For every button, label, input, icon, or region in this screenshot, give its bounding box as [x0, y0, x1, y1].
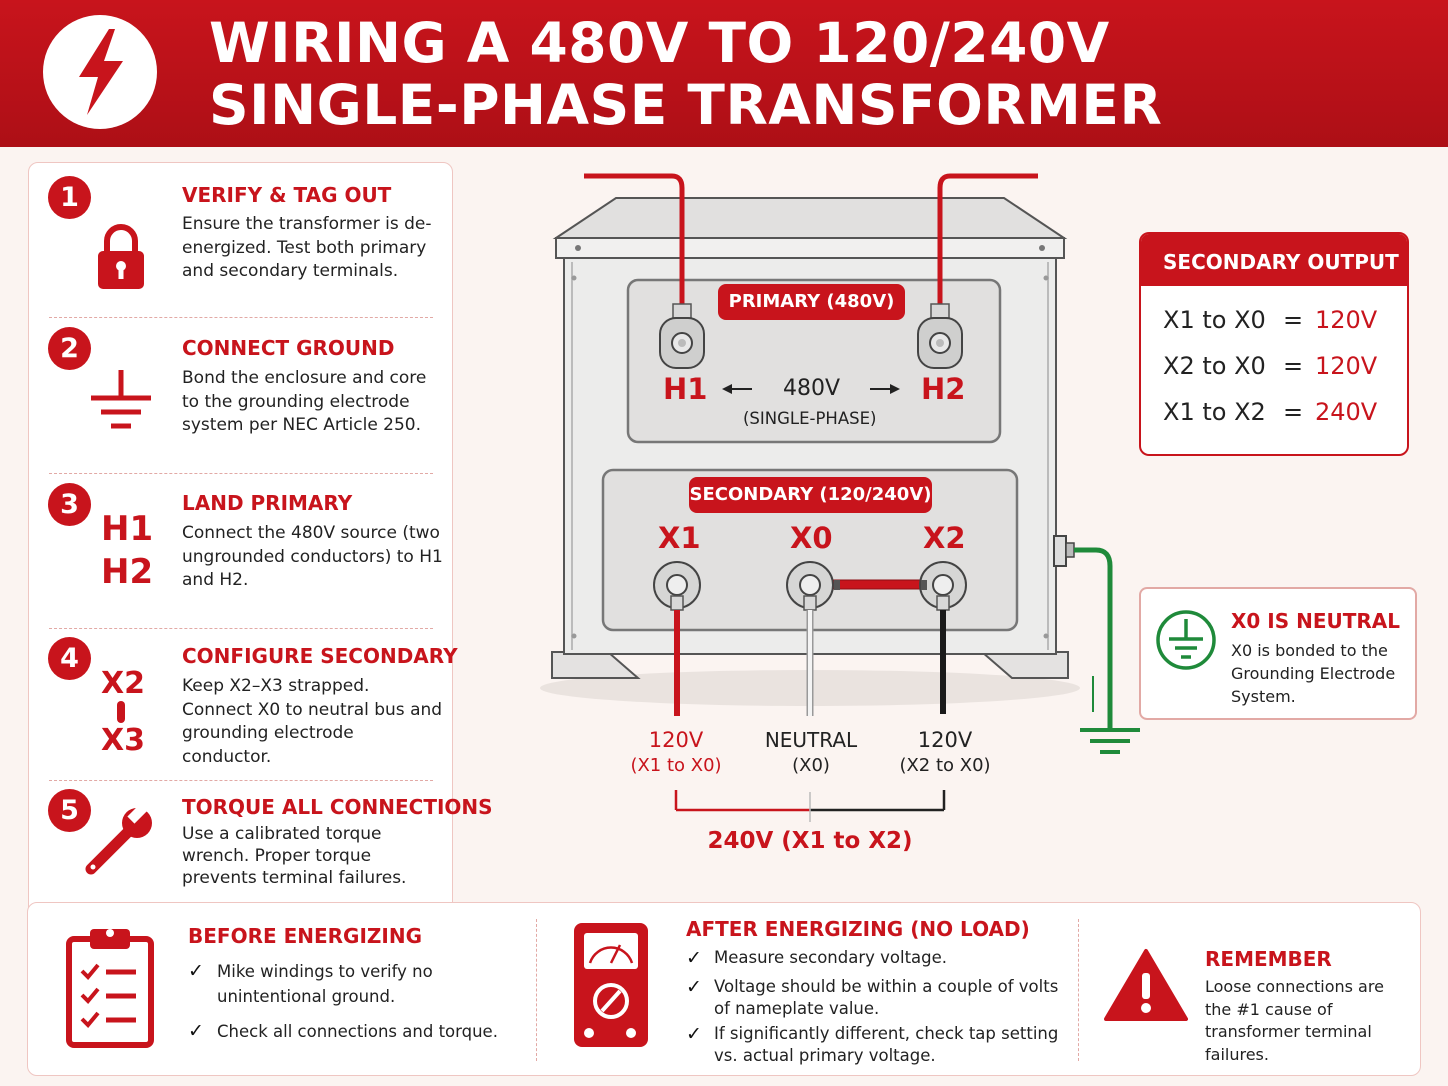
output-left-voltage: 120V [648, 728, 704, 752]
primary-phase: (SINGLE-PHASE) [743, 409, 877, 428]
warning-triangle-icon [1104, 947, 1188, 1027]
step-title: CONFIGURE SECONDARY [182, 644, 458, 668]
neutral-note-box: X0 IS NEUTRAL X0 is bonded to the Ground… [1139, 587, 1417, 720]
before-item: Check all connections and torque. [217, 1022, 498, 1041]
check-icon: ✓ [188, 1020, 204, 1042]
output-neutral-label: NEUTRAL [764, 728, 858, 752]
header-banner: WIRING A 480V TO 120/240V SINGLE-PHASE T… [0, 0, 1448, 147]
output-row: X2 to X0 = 120V [1163, 352, 1377, 380]
divider [49, 317, 433, 318]
step-text: Bond the enclosure and core to the groun… [182, 368, 427, 435]
strap-link-icon [115, 701, 127, 727]
steps-panel: 1 VERIFY & TAG OUT Ensure the transforme… [28, 162, 493, 922]
after-energizing-title: AFTER ENERGIZING (NO LOAD) [686, 917, 1030, 941]
bottom-checklist-panel: BEFORE ENERGIZING ✓ Mike windings to ver… [27, 902, 1421, 1076]
check-icon: ✓ [686, 1023, 702, 1045]
remember-text: Loose connections are the #1 cause of tr… [1205, 977, 1384, 1064]
step-text: Use a calibrated torque wrench. Proper t… [182, 824, 407, 888]
wrench-icon [83, 802, 157, 881]
secondary-output-heading: SECONDARY OUTPUT [1141, 234, 1407, 286]
output-right-sub: (X2 to X0) [899, 755, 991, 776]
padlock-icon [93, 221, 149, 295]
clipboard-checklist-icon [64, 925, 156, 1053]
output-row: X1 to X2 = 240V [1163, 398, 1377, 426]
total-voltage-label: 240V (X1 to X2) [707, 828, 913, 854]
primary-label: PRIMARY (480V) [718, 284, 905, 320]
h2-icon-label: H2 [101, 552, 154, 592]
after-item: If significantly different, check tap se… [714, 1024, 1059, 1065]
divider [49, 628, 433, 629]
output-value: 240V [1315, 398, 1378, 426]
x0-terminal-label: X0 [790, 521, 833, 555]
step-text: Ensure the transformer is de-energized. … [182, 214, 432, 281]
after-item: Voltage should be within a couple of vol… [714, 977, 1059, 1018]
step-text: Keep X2–X3 strapped. Connect X0 to neutr… [182, 676, 443, 767]
h1-icon-label: H1 [101, 509, 154, 549]
title-line-1: WIRING A 480V TO 120/240V [209, 11, 1110, 75]
step-title: TORQUE ALL CONNECTIONS [182, 795, 493, 819]
before-energizing-title: BEFORE ENERGIZING [188, 924, 423, 948]
step-title: CONNECT GROUND [182, 336, 395, 360]
output-pair: X1 to X2 [1163, 398, 1266, 426]
step-number: 2 [48, 327, 91, 370]
ground-symbol-icon [89, 370, 153, 436]
output-row: X1 to X0 = 120V [1163, 306, 1377, 334]
divider [536, 919, 537, 1061]
output-eq: = [1283, 352, 1304, 380]
step-title: VERIFY & TAG OUT [182, 183, 392, 207]
primary-voltage: 480V [783, 376, 841, 401]
x1-terminal-label: X1 [658, 521, 701, 555]
title-line-2: SINGLE-PHASE TRANSFORMER [209, 73, 1163, 137]
check-icon: ✓ [686, 976, 702, 998]
x3-icon-label: X3 [101, 723, 146, 758]
ground-circle-icon [1155, 609, 1217, 675]
output-eq: = [1283, 398, 1304, 426]
x2-terminal-label: X2 [923, 521, 966, 555]
output-value: 120V [1315, 352, 1378, 380]
output-neutral-sub: (X0) [792, 755, 830, 776]
multimeter-icon [572, 921, 650, 1053]
x2-icon-label: X2 [101, 666, 146, 701]
secondary-output-box: SECONDARY OUTPUT X1 to X0 = 120V X2 to X… [1139, 232, 1409, 456]
output-left-sub: (X1 to X0) [630, 755, 722, 776]
step-number: 4 [48, 637, 91, 680]
h2-terminal-label: H2 [921, 372, 966, 406]
before-item: Mike windings to verify no unintentional… [217, 962, 433, 1006]
secondary-label: SECONDARY (120/240V) [689, 477, 932, 513]
output-pair: X1 to X0 [1163, 306, 1266, 334]
check-icon: ✓ [188, 960, 204, 982]
step-title: LAND PRIMARY [182, 491, 353, 515]
after-item: Measure secondary voltage. [714, 948, 948, 967]
output-eq: = [1283, 306, 1304, 334]
page-title: WIRING A 480V TO 120/240V SINGLE-PHASE T… [209, 12, 1162, 136]
output-right-voltage: 120V [917, 728, 973, 752]
neutral-note-title: X0 IS NEUTRAL [1231, 609, 1401, 633]
output-value: 120V [1315, 306, 1378, 334]
divider [49, 780, 433, 781]
lightning-bolt-icon [43, 15, 157, 129]
check-icon: ✓ [686, 947, 702, 969]
neutral-note-text: X0 is bonded to the Grounding Electrode … [1231, 641, 1396, 706]
step-number: 5 [48, 789, 91, 832]
divider [1078, 919, 1079, 1061]
step-number: 1 [48, 176, 91, 219]
step-number: 3 [48, 483, 91, 526]
output-pair: X2 to X0 [1163, 352, 1266, 380]
step-text: Connect the 480V source (two ungrounded … [182, 523, 443, 590]
remember-title: REMEMBER [1205, 947, 1332, 971]
h1-terminal-label: H1 [663, 372, 708, 406]
divider [49, 473, 433, 474]
